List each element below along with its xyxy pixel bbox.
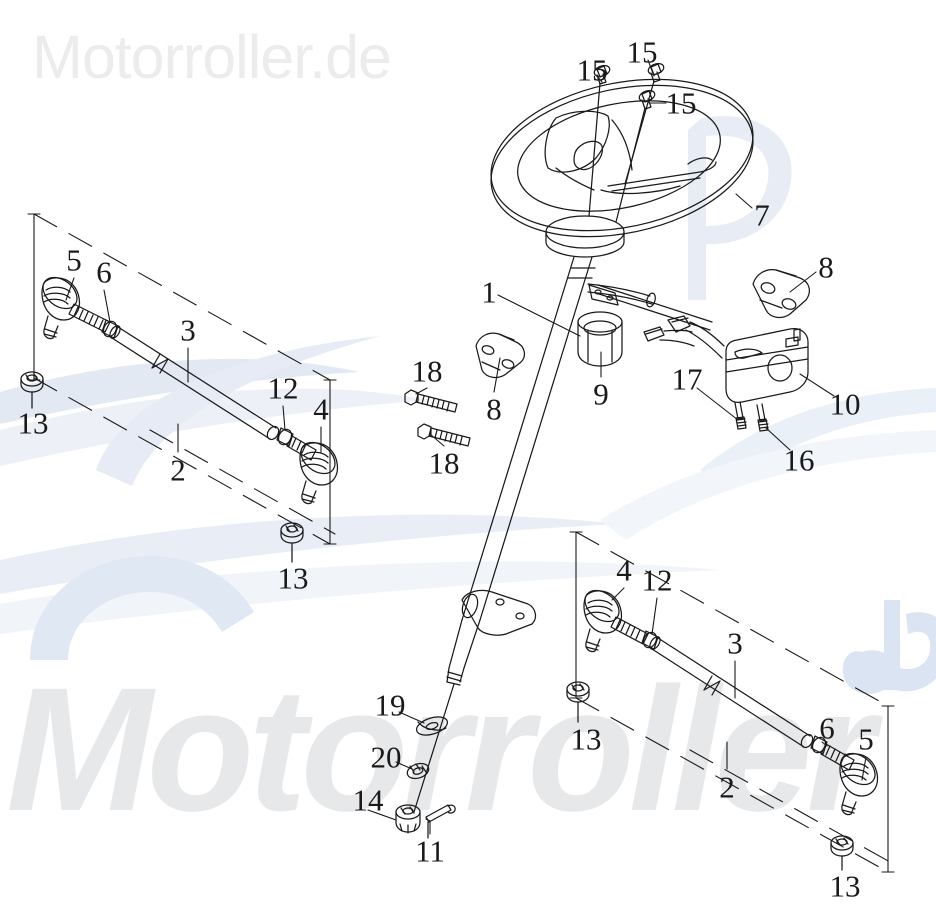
column-clamp-upper-part (752, 268, 810, 319)
callout-13-lower-left: 13 (277, 560, 309, 596)
tie-rod-right-part (583, 589, 879, 816)
clamp-bolt-lower-part (417, 423, 471, 447)
callout-15-left: 15 (576, 52, 608, 88)
callout-6-right: 6 (819, 710, 835, 746)
group-bracket-left (33, 213, 336, 545)
wheel-screw-set (588, 62, 665, 223)
callout-2-right: 2 (719, 769, 735, 805)
callout-10: 10 (829, 386, 861, 422)
callout-15-top: 15 (626, 34, 658, 70)
cotter-pin-part (425, 804, 456, 839)
callout-6-left: 6 (96, 254, 112, 290)
group-bracket-right-edges (569, 531, 895, 873)
watermark-bottom-text: Motorroller (6, 652, 889, 848)
watermark-swooshes (0, 116, 936, 694)
callout-13-lower-right: 13 (829, 868, 861, 904)
callout-14: 14 (352, 782, 384, 818)
castle-nut-lower-left-part (280, 522, 304, 563)
callout-9: 9 (593, 376, 609, 412)
callout-1: 1 (481, 274, 497, 310)
steering-column-shaft-part (413, 256, 713, 813)
lock-washer-part (406, 762, 430, 780)
callout-3-right: 3 (727, 625, 743, 661)
callout-19: 19 (374, 687, 406, 723)
castle-nut-upper-left-part (20, 371, 44, 409)
flat-washer-part (415, 716, 449, 736)
callout-16: 16 (783, 442, 815, 478)
castle-nut-upper-right-part (566, 681, 590, 723)
callout-18-upper: 18 (411, 353, 443, 389)
callout-5-left: 5 (66, 242, 82, 278)
steering-wheel-part (490, 62, 754, 258)
callout-17: 17 (671, 361, 703, 397)
callout-18-lower: 18 (428, 445, 460, 481)
switch-housing-part (643, 315, 809, 432)
callout-5-right: 5 (858, 721, 874, 757)
callout-4-right: 4 (616, 552, 632, 588)
group-bracket-left-edges (27, 213, 337, 545)
callout-12-right: 12 (641, 562, 673, 598)
svg-text:Motorroller: Motorroller (6, 652, 883, 848)
watermark-top-text: Motorroller.de (32, 23, 392, 91)
column-clamp-lower-part (475, 332, 526, 379)
callout-13-upper-left: 13 (17, 405, 49, 441)
leader-lines (65, 59, 867, 835)
tie-rod-left-part (41, 276, 339, 505)
column-nut-part (395, 804, 421, 834)
callout-20: 20 (370, 739, 402, 775)
callout-8-lower: 8 (486, 391, 502, 427)
callout-2-left: 2 (170, 452, 186, 488)
column-bushing-part (577, 311, 623, 367)
castle-nut-lower-right-part (830, 835, 854, 871)
callout-8-upper: 8 (818, 249, 834, 285)
callout-4-left: 4 (313, 391, 329, 427)
callout-11: 11 (415, 833, 445, 869)
callout-13-upper-right: 13 (570, 721, 602, 757)
callout-15-right: 15 (665, 85, 697, 121)
callout-12-left: 12 (267, 370, 299, 406)
callout-3-left: 3 (180, 312, 196, 348)
callout-7: 7 (754, 197, 770, 233)
clamp-bolt-upper-part (404, 389, 458, 413)
group-bracket-right (575, 531, 891, 873)
